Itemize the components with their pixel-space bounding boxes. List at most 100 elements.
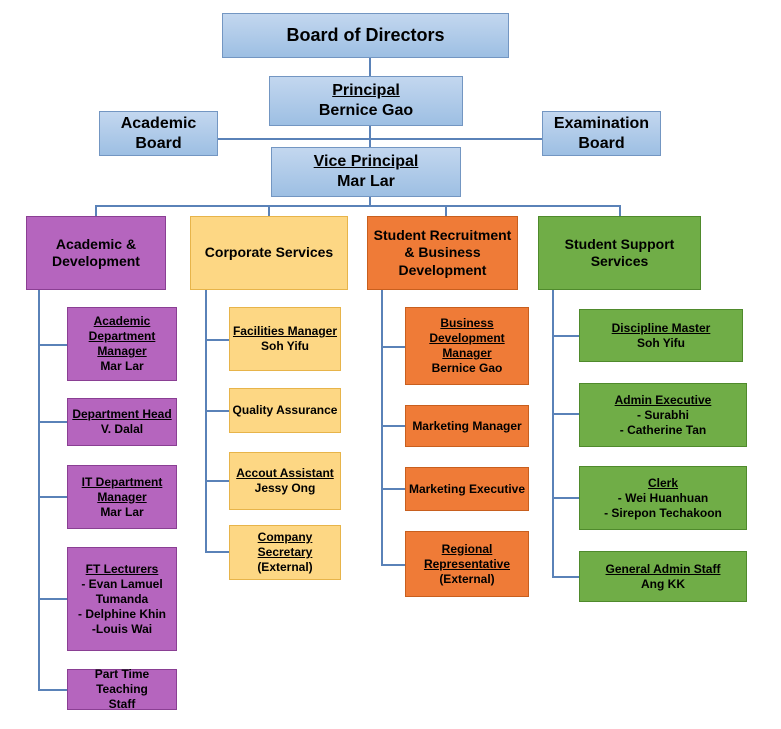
connector-board-principal (369, 57, 371, 76)
role-box-quality-assurance: Quality Assurance (229, 388, 341, 433)
role-person: (External) (257, 560, 313, 574)
role-title: Development (429, 331, 505, 345)
role-label: Marketing Manager (412, 418, 522, 433)
role-person: Bernice Gao (431, 361, 503, 375)
academic-board-box: Academic Board (99, 111, 218, 156)
role-person: - Catherine Tan (619, 422, 707, 437)
role-box-it-dept-manager: IT Department Manager Mar Lar (67, 465, 177, 529)
academic-header-line1: Academic & (55, 235, 137, 252)
connector-recruitment-tick (381, 346, 405, 348)
role-box-business-dev-manager: Business Development Manager Bernice Gao (405, 307, 529, 385)
connector-support-tick (552, 335, 579, 337)
vice-principal-title: Vice Principal (313, 153, 419, 170)
role-box-department-head: Department Head V. Dalal (67, 398, 177, 446)
role-title: Department (88, 329, 156, 343)
support-header-line1: Student Support (564, 235, 675, 252)
role-title: Facilities Manager (232, 324, 338, 338)
principal-title: Principal (332, 82, 400, 99)
connector-recruitment-spine (381, 290, 383, 565)
role-title: Academic (93, 314, 151, 328)
connector-support-tick (552, 576, 579, 578)
connector-principal-vice (369, 125, 371, 147)
corporate-services-header: Corporate Services (190, 216, 348, 290)
role-title: Manager (442, 346, 492, 360)
connector-support-tick (552, 413, 579, 415)
role-box-part-time-teaching: Part Time Teaching Staff (67, 667, 177, 711)
recruitment-header-line1: Student Recruitment (373, 226, 512, 243)
connector-branch-horizontal (95, 205, 621, 207)
role-title: IT Department (81, 474, 163, 489)
role-box-facilities-manager: Facilities Manager Soh Yifu (229, 307, 341, 371)
role-title: Business (440, 316, 494, 330)
connector-support-spine (552, 290, 554, 577)
role-title: General Admin Staff (605, 561, 721, 576)
connector-academic-spine (38, 290, 40, 690)
board-of-directors-title: Board of Directors (286, 25, 445, 46)
connector-branch-support (619, 205, 621, 216)
role-title: Department Head (72, 407, 172, 421)
recruitment-header-line3: Development (398, 261, 487, 278)
role-title: Discipline Master (611, 320, 711, 335)
role-box-discipline-master: Discipline Master Soh Yifu (579, 309, 743, 362)
role-person: - Surabhi (636, 407, 689, 422)
role-title: Company Secretary (257, 530, 313, 559)
role-person: - Evan Lamuel (81, 576, 163, 591)
vice-principal-box: Vice Principal Mar Lar (271, 147, 461, 197)
principal-name: Bernice Gao (318, 102, 414, 119)
role-box-clerk: Clerk - Wei Huanhuan - Sirepon Techakoon (579, 466, 747, 530)
role-label: Quality Assurance (232, 403, 338, 417)
vice-principal-name: Mar Lar (337, 173, 395, 190)
role-person: Tumanda (95, 591, 149, 606)
student-recruitment-header: Student Recruitment & Business Developme… (367, 216, 518, 290)
connector-academic-tick (38, 689, 67, 691)
connector-boards-horizontal (218, 138, 542, 140)
connector-academic-tick (38, 421, 67, 423)
connector-support-tick (552, 497, 579, 499)
role-person: Soh Yifu (261, 339, 309, 353)
role-title: Manager (97, 344, 147, 358)
role-box-ft-lecturers: FT Lecturers - Evan Lamuel Tumanda - Del… (67, 547, 177, 651)
role-box-marketing-executive: Marketing Executive (405, 467, 529, 511)
role-person: Ang KK (641, 576, 685, 591)
role-box-account-assistant: Accout Assistant Jessy Ong (229, 452, 341, 510)
connector-corporate-tick (205, 551, 229, 553)
role-person: - Delphine Khin (78, 606, 166, 621)
role-person: - Sirepon Techakoon (604, 505, 722, 520)
role-title: Clerk (647, 475, 679, 490)
connector-recruitment-tick (381, 564, 405, 566)
role-box-general-admin-staff: General Admin Staff Ang KK (579, 551, 747, 602)
role-person: Soh Yifu (637, 335, 685, 350)
academic-header-line2: Development (52, 253, 140, 269)
role-title: Admin Executive (614, 392, 712, 407)
role-label: Part Time Teaching (94, 667, 150, 696)
role-person: (External) (439, 571, 495, 586)
student-support-header: Student Support Services (538, 216, 701, 290)
connector-corporate-spine (205, 290, 207, 552)
connector-recruitment-tick (381, 425, 405, 427)
connector-corporate-tick (205, 339, 229, 341)
role-title: Representative (423, 556, 511, 571)
connector-branch-recruitment (445, 205, 447, 216)
academic-board-line1: Academic (120, 114, 197, 132)
role-title: Manager (97, 489, 147, 504)
role-person: V. Dalal (100, 422, 144, 436)
connector-academic-tick (38, 598, 67, 600)
connector-corporate-tick (205, 480, 229, 482)
examination-board-line1: Examination (553, 114, 650, 132)
role-person: -Louis Wai (91, 621, 153, 636)
academic-board-line2: Board (135, 134, 182, 152)
role-label: Staff (108, 697, 136, 711)
connector-corporate-tick (205, 410, 229, 412)
role-box-academic-dept-manager: Academic Department Manager Mar Lar (67, 307, 177, 381)
connector-branch-corporate (268, 205, 270, 216)
connector-branch-academic (95, 205, 97, 216)
connector-academic-tick (38, 344, 67, 346)
recruitment-header-line2: & Business (404, 244, 481, 261)
connector-academic-tick (38, 496, 67, 498)
role-person: Mar Lar (100, 504, 144, 519)
role-box-regional-rep: Regional Representative (External) (405, 531, 529, 597)
role-person: - Wei Huanhuan (617, 490, 709, 505)
role-label: Marketing Executive (408, 481, 526, 496)
connector-vice-branches (369, 196, 371, 206)
academic-development-header: Academic & Development (26, 216, 166, 290)
